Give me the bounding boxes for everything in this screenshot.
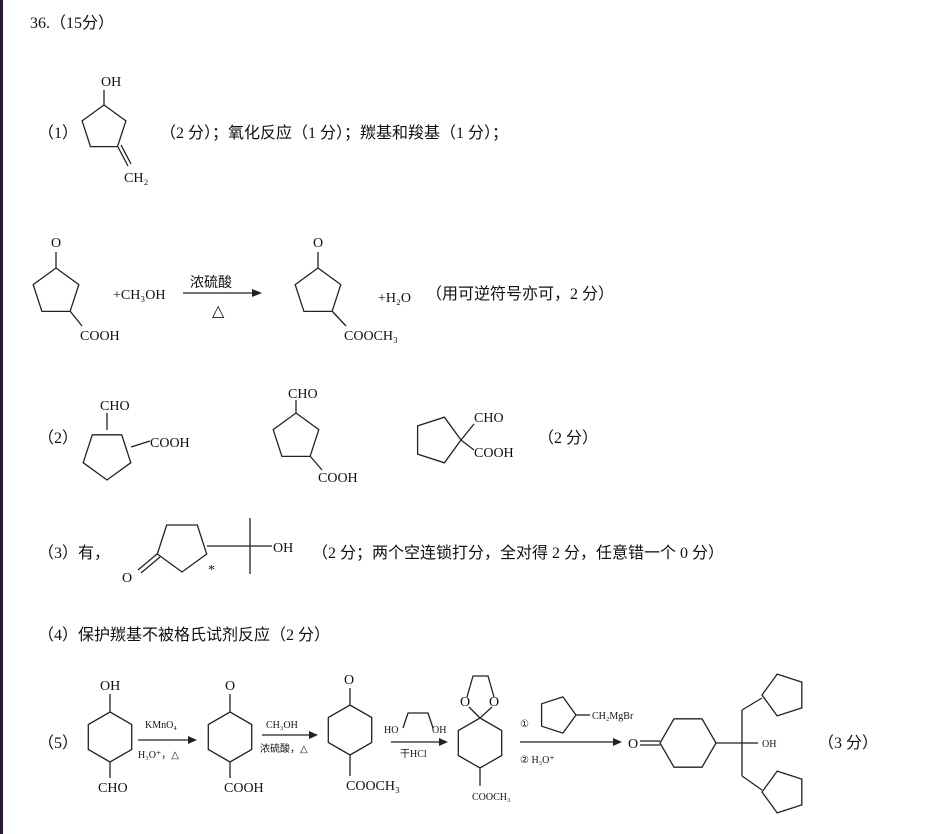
start-oh: OH xyxy=(100,679,120,694)
part1-answer: （2 分）；氧化反应（1 分）；羰基和羧基（1 分）； xyxy=(160,123,508,142)
start-cho: CHO xyxy=(98,781,128,796)
i3-o1: O xyxy=(460,695,470,710)
part4-text: （4）保护羰基不被格氏试剂反应（2 分） xyxy=(38,625,330,644)
part5-score: （3 分） xyxy=(818,734,878,752)
double-bond xyxy=(117,146,129,167)
bond xyxy=(479,706,493,719)
reactant-o: O xyxy=(51,236,61,251)
s2-cooh: COOH xyxy=(318,471,358,486)
part2-label: （2） xyxy=(38,429,78,447)
lower-cyclopentane xyxy=(761,770,803,814)
s1-cooh: COOH xyxy=(150,436,190,451)
reactant-cooh: COOH xyxy=(80,329,120,344)
double-bond xyxy=(137,553,158,571)
s1-cho: CHO xyxy=(100,399,130,414)
part2-structure3-ring xyxy=(416,416,462,464)
i1-o: O xyxy=(225,679,235,694)
page-left-border xyxy=(0,0,3,834)
r4-step1: ① xyxy=(520,719,529,730)
heat-symbol: △ xyxy=(212,303,225,320)
r3-bottom: 干HCl xyxy=(400,749,427,760)
question-number: 36.（15分） xyxy=(30,14,114,32)
intermediate2-hexagon xyxy=(327,704,373,756)
dioxolane-bridge xyxy=(466,675,495,698)
p-oh: OH xyxy=(762,739,776,750)
bond xyxy=(460,439,475,451)
r3-oh: OH xyxy=(432,725,446,736)
i3-o2: O xyxy=(489,695,499,710)
double-bond xyxy=(140,556,161,574)
i2-o: O xyxy=(344,673,354,688)
plus-methanol: +CH₃OH xyxy=(113,288,165,303)
product-ester: COOCH₃ xyxy=(344,329,398,344)
reactant-ring xyxy=(32,267,80,313)
bond xyxy=(69,310,83,327)
ketal-hexagon xyxy=(457,717,503,769)
arrow-head xyxy=(252,289,262,297)
ethylene-glycol xyxy=(402,712,434,729)
bond xyxy=(130,440,151,448)
i2-ester: COOCH₃ xyxy=(346,779,400,794)
bond xyxy=(309,455,323,471)
bond xyxy=(468,706,481,719)
arrow-head xyxy=(613,738,622,746)
i1-cooh: COOH xyxy=(224,781,264,796)
upper-cyclopentane xyxy=(761,673,803,717)
arrow-head xyxy=(309,731,318,739)
part2-score: （2 分） xyxy=(538,429,598,447)
r2-bottom: 浓硫酸，△ xyxy=(260,742,308,755)
part1-oh: OH xyxy=(101,75,121,90)
r1-top: KMnO₄ xyxy=(145,720,177,731)
part1-cyclopentane-ring xyxy=(81,104,127,148)
part1-note: （用可逆符号亦可，2 分） xyxy=(426,285,614,303)
part2-structure1-ring xyxy=(82,434,132,481)
product-o: O xyxy=(313,236,323,251)
part3-ring xyxy=(156,524,208,573)
grignard-cyclopentane xyxy=(540,696,577,734)
bond xyxy=(331,310,347,327)
s3-cooh: COOH xyxy=(474,446,514,461)
double-bond xyxy=(120,144,132,165)
catalyst-label: 浓硫酸 xyxy=(190,275,232,291)
bond xyxy=(741,697,763,711)
bond xyxy=(460,423,475,441)
part3-answer: （2 分；两个空连锁打分，全对得 2 分，任意错一个 0 分） xyxy=(312,543,724,562)
i3-ester: COOCH₃ xyxy=(472,792,511,803)
r2-top: CH₃OH xyxy=(266,720,298,731)
product-ring xyxy=(294,267,342,313)
part5-label: （5） xyxy=(38,734,78,752)
part2-structure2-ring xyxy=(272,412,320,458)
chiral-star: * xyxy=(208,563,215,578)
arrow-head xyxy=(439,738,448,746)
r1-bottom: H₃O⁺，△ xyxy=(138,750,179,761)
part3-oh: OH xyxy=(273,541,293,556)
s3-cho: CHO xyxy=(474,411,504,426)
r4-reagent: CH₂MgBr xyxy=(592,711,634,722)
arrow-head xyxy=(188,736,197,744)
part3-label: （3）有， xyxy=(38,544,110,562)
start-hexagon xyxy=(87,711,133,763)
r3-ho: HO xyxy=(384,725,398,736)
part3-o: O xyxy=(122,571,132,586)
bond xyxy=(741,775,763,791)
p-o: O xyxy=(628,737,638,752)
part1-ch2: CH₂ xyxy=(124,171,148,186)
s2-cho: CHO xyxy=(288,387,318,402)
intermediate1-hexagon xyxy=(207,711,253,763)
part1-label: （1） xyxy=(38,124,78,142)
plus-water: +H₂O xyxy=(378,291,411,306)
product-hexagon xyxy=(659,718,717,768)
r4-step2: ② H₃O⁺ xyxy=(520,755,555,766)
